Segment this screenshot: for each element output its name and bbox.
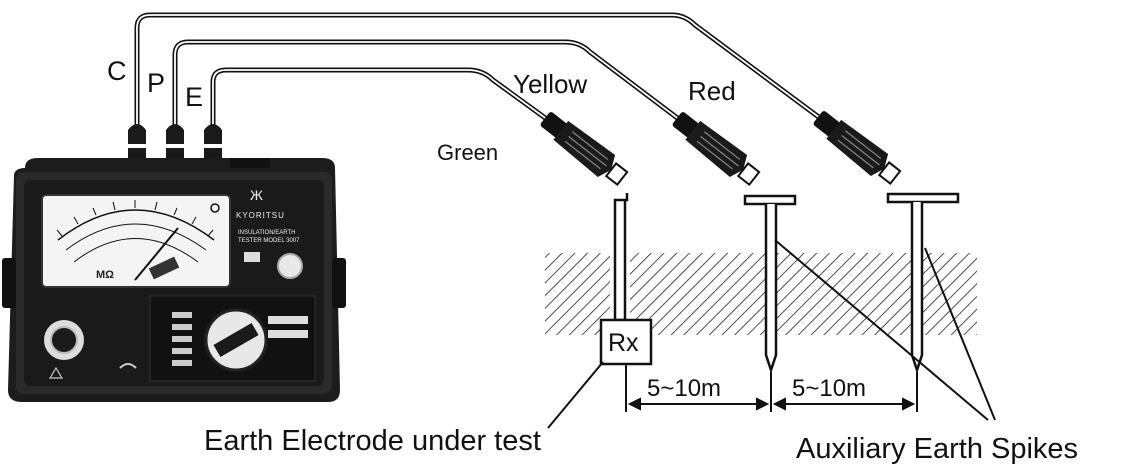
terminal-label-c: C (107, 56, 127, 86)
meter-unit: MΩ (96, 269, 114, 281)
spike-c (886, 192, 960, 374)
electrode-label: Rx (608, 329, 639, 357)
dimension-lines (625, 364, 918, 412)
distance-label-1: 5~10m (647, 375, 721, 402)
rx-box (599, 318, 653, 366)
model-line-1: INSULATION/EARTH (238, 230, 295, 236)
terminal-label-p: P (147, 68, 165, 98)
caption-electrode: Earth Electrode under test (204, 425, 541, 457)
spike-p (743, 194, 797, 374)
wire-p (172, 39, 683, 131)
lead-label-yellow: Yellow (513, 69, 587, 99)
terminal-label-e: E (185, 82, 203, 112)
earth-electrode (599, 193, 653, 366)
svg-text:Ж: Ж (250, 187, 263, 203)
lower-panel (44, 295, 316, 382)
model-line-2: TESTER MODEL 3007 (238, 238, 300, 244)
clip-yellow (672, 112, 761, 187)
test-button (277, 253, 303, 279)
kyoritsu-tester: MΩ Ж KYORITSU INSULATION/EARTH TESTER MO… (2, 124, 346, 402)
brand-badge: Ж KYORITSU INSULATION/EARTH TESTER MODEL… (236, 187, 303, 279)
lead-label-red: Red (688, 76, 736, 106)
leader-lines (547, 239, 996, 429)
analog-meter: MΩ (41, 194, 231, 288)
caption-spikes: Auxiliary Earth Spikes (796, 433, 1078, 465)
brand-name: KYORITSU (236, 211, 285, 220)
lead-label-green: Green (437, 140, 498, 165)
distance-label-2: 5~10m (792, 375, 866, 402)
terminal-posts (126, 124, 224, 158)
wire-e (210, 67, 551, 131)
terminal-labels: C P E (107, 56, 203, 112)
clip-green (540, 112, 629, 187)
clip-red (813, 111, 902, 186)
